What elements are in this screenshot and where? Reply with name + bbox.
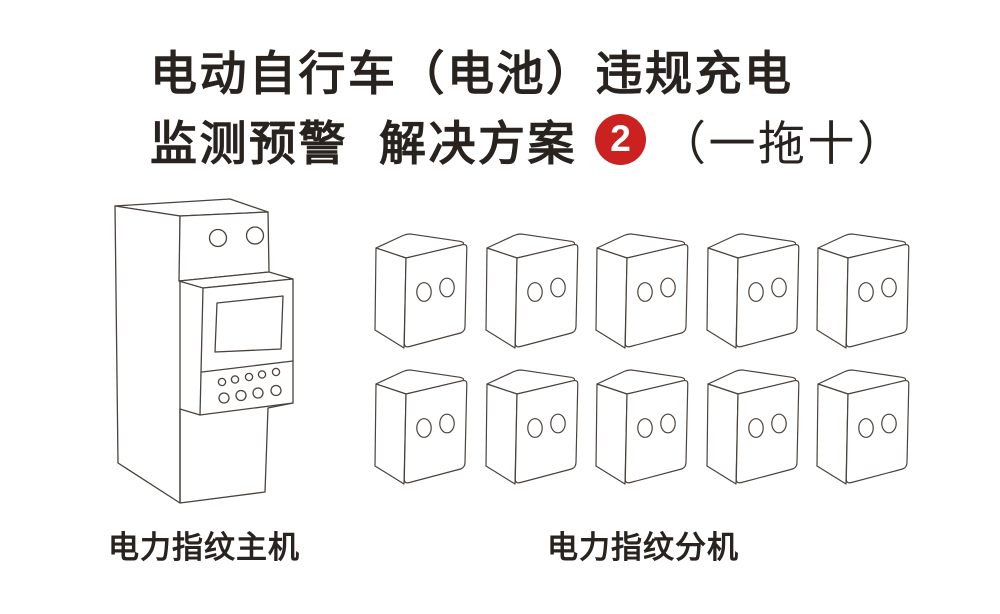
extension-device [706, 368, 800, 488]
two-hole-socket-box-line-art-icon [706, 368, 800, 488]
title-line2-main: 解决方案 [379, 116, 577, 170]
title-line2-lead: 监测预警 [150, 116, 348, 170]
title-line-1: 电动自行车（电池）违规充电 [150, 47, 794, 100]
step-number-badge: 2 [595, 113, 646, 165]
two-hole-socket-box-line-art-icon [595, 368, 689, 488]
two-hole-socket-box-line-art-icon [485, 368, 579, 488]
extension-devices-grid [350, 220, 1000, 510]
extension-device [816, 232, 910, 352]
two-hole-socket-box-line-art-icon [706, 232, 800, 352]
title-line2-suffix: （一拖十） [659, 116, 907, 170]
extension-device [706, 232, 800, 352]
title-line-2: 监测预警 解决方案 2 （一拖十） [150, 110, 907, 170]
extension-device [485, 232, 579, 352]
two-hole-socket-box-line-art-icon [816, 232, 910, 352]
extension-device [595, 368, 689, 488]
host-device-label: 电力指纹主机 [108, 530, 300, 565]
extension-device [595, 232, 689, 352]
din-rail-meter-line-art-icon [114, 198, 294, 504]
host-device-illustration [105, 195, 310, 515]
extension-device [374, 232, 468, 352]
two-hole-socket-box-line-art-icon [374, 368, 468, 488]
two-hole-socket-box-line-art-icon [595, 232, 689, 352]
extension-devices-label: 电力指纹分机 [547, 530, 739, 565]
two-hole-socket-box-line-art-icon [374, 232, 468, 352]
extension-device [374, 368, 468, 488]
two-hole-socket-box-line-art-icon [816, 368, 910, 488]
two-hole-socket-box-line-art-icon [485, 232, 579, 352]
extension-device [485, 368, 579, 488]
extension-device [816, 368, 910, 488]
